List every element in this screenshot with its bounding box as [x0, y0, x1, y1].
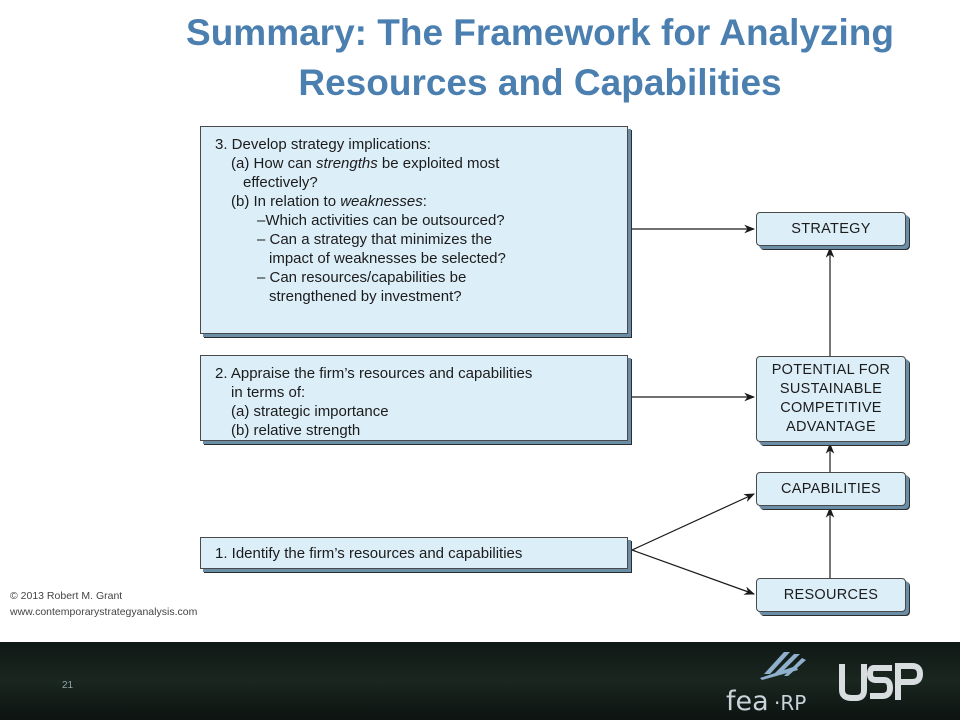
arrow-step1-to-capabilities — [631, 493, 755, 551]
step2-item-b: (b) relative strength — [231, 422, 361, 439]
potential-line-2: SUSTAINABLE — [779, 381, 883, 397]
strategy-node: STRATEGY — [756, 212, 906, 246]
resources-label: RESOURCES — [783, 586, 879, 603]
step3-sub-outsourced: –Which activities can be outsourced? — [257, 212, 505, 229]
capabilities-node: CAPABILITIES — [756, 472, 906, 506]
step1-heading: 1. Identify the firm’s resources and cap… — [215, 545, 523, 562]
page-number: 21 — [62, 680, 74, 691]
step1-box: 1. Identify the firm’s resources and cap… — [200, 537, 628, 569]
potential-line-1: POTENTIAL FOR — [771, 362, 891, 378]
step3-sub-minimize: – Can a strategy that minimizes the — [257, 231, 493, 248]
capabilities-label: CAPABILITIES — [780, 480, 882, 497]
step2-heading: 2. Appraise the firm’s resources and cap… — [215, 365, 533, 382]
resources-node: RESOURCES — [756, 578, 906, 612]
flow-connectors — [630, 224, 835, 595]
svg-text:·RP: ·RP — [774, 691, 806, 715]
step2-box: 2. Appraise the firm’s resources and cap… — [200, 355, 628, 441]
step3-item-b: (b) In relation to weaknesses: — [231, 193, 427, 210]
potential-line-3: COMPETITIVE — [780, 400, 882, 416]
copyright-line: © 2013 Robert M. Grant — [10, 590, 123, 602]
step3-item-a: (a) How can strengths be exploited most — [231, 155, 500, 172]
footer-bar: 21 fea ·RP — [0, 642, 960, 720]
potential-line-4: ADVANTAGE — [786, 419, 876, 435]
step3-item-a-cont: effectively? — [243, 174, 318, 191]
step3-box: 3. Develop strategy implications: (a) Ho… — [200, 126, 628, 334]
copyright-notice: © 2013 Robert M. Grant www.contemporarys… — [10, 588, 197, 620]
step3-heading: 3. Develop strategy implications: — [215, 136, 431, 153]
step3-sub-minimize-cont: impact of weaknesses be selected? — [269, 250, 506, 267]
svg-text:fea: fea — [726, 686, 769, 717]
usp-logo — [839, 663, 924, 701]
step2-item-a: (a) strategic importance — [231, 403, 389, 420]
step3-sub-invest-cont: strengthened by investment? — [269, 288, 462, 305]
slide-title: Summary: The Framework for Analyzing Res… — [186, 12, 894, 103]
step3-sub-invest: – Can resources/capabilities be — [257, 269, 467, 286]
arrow-step1-to-resources — [631, 549, 756, 595]
strategy-label: STRATEGY — [791, 220, 871, 237]
copyright-url: www.contemporarystrategyanalysis.com — [10, 606, 198, 618]
fea-rp-logo: fea ·RP — [726, 652, 806, 717]
step2-line-terms: in terms of: — [231, 384, 306, 401]
potential-node: POTENTIAL FOR SUSTAINABLE COMPETITIVE AD… — [756, 356, 906, 442]
